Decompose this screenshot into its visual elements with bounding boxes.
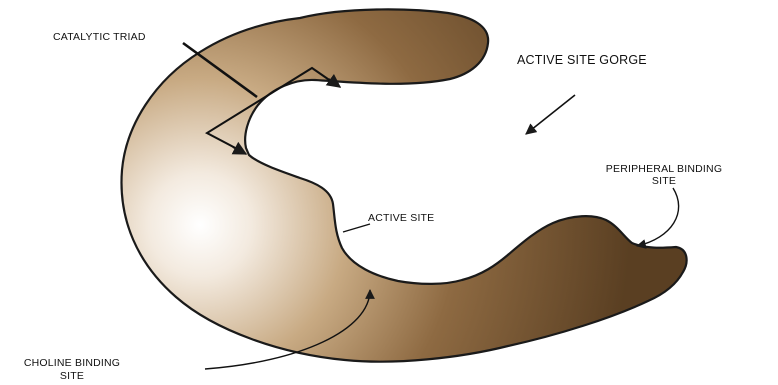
peripheral-binding-site-label-line2: SITE (652, 175, 676, 187)
choline-binding-site-label-line2: SITE (60, 370, 84, 382)
active-site-label: ACTIVE SITE (368, 212, 434, 224)
active-site-gorge-arrow (526, 95, 575, 134)
peripheral-binding-site-label-line1: PERIPHERAL BINDING (606, 163, 722, 175)
peripheral-binding-site-arrow (637, 188, 679, 246)
active-site-gorge-label: ACTIVE SITE GORGE (517, 53, 647, 67)
active-site-pointer (343, 224, 370, 232)
catalytic-triad-label: CATALYTIC TRIAD (53, 31, 146, 43)
choline-binding-site-label-line1: CHOLINE BINDING (24, 357, 120, 369)
